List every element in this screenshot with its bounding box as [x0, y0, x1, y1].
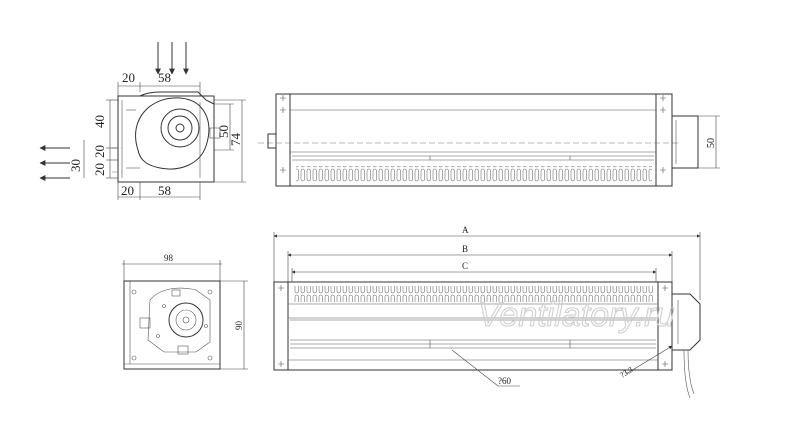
dim-label: 20 — [121, 183, 134, 198]
dim-label: 20 — [92, 163, 107, 176]
front-end-view: 98 90 — [122, 253, 248, 370]
end-plate — [123, 280, 221, 370]
watermark: Ventilatory.ru — [478, 296, 675, 334]
dim-label: 90 — [234, 321, 244, 331]
dim-label: 50 — [706, 138, 717, 148]
dia-label: ?60 — [498, 376, 511, 386]
vent-slots-main — [294, 286, 654, 302]
blower-body-main — [273, 281, 673, 371]
vent-slots — [296, 166, 652, 182]
dim-label: 98 — [164, 253, 174, 263]
motor-circle — [160, 108, 200, 148]
motor-box-main — [672, 293, 701, 351]
dim-label: 58 — [158, 70, 171, 85]
dim-label: 20 — [122, 70, 135, 85]
blower-main-view: A B C ?3.3 — [273, 225, 701, 399]
dim-label: 74 — [228, 133, 243, 147]
dim-label: 30 — [68, 159, 83, 172]
dim-label: 20 — [92, 145, 107, 158]
dim-label: 50 — [216, 125, 231, 138]
housing-outline — [117, 95, 215, 183]
dim-label: 58 — [158, 183, 171, 198]
dim-label: 40 — [92, 115, 107, 128]
motor-box — [671, 115, 699, 169]
dim-label-c: C — [462, 261, 468, 271]
cable — [683, 349, 691, 399]
dim-label-b: B — [462, 244, 468, 254]
cable-dia-label: ?3.3 — [618, 365, 634, 380]
side-section-view: 20 58 20 58 40 30 20 20 50 74 — [39, 42, 246, 200]
blower-top-view: 50 — [258, 93, 720, 187]
dim-label-a: A — [462, 225, 469, 235]
